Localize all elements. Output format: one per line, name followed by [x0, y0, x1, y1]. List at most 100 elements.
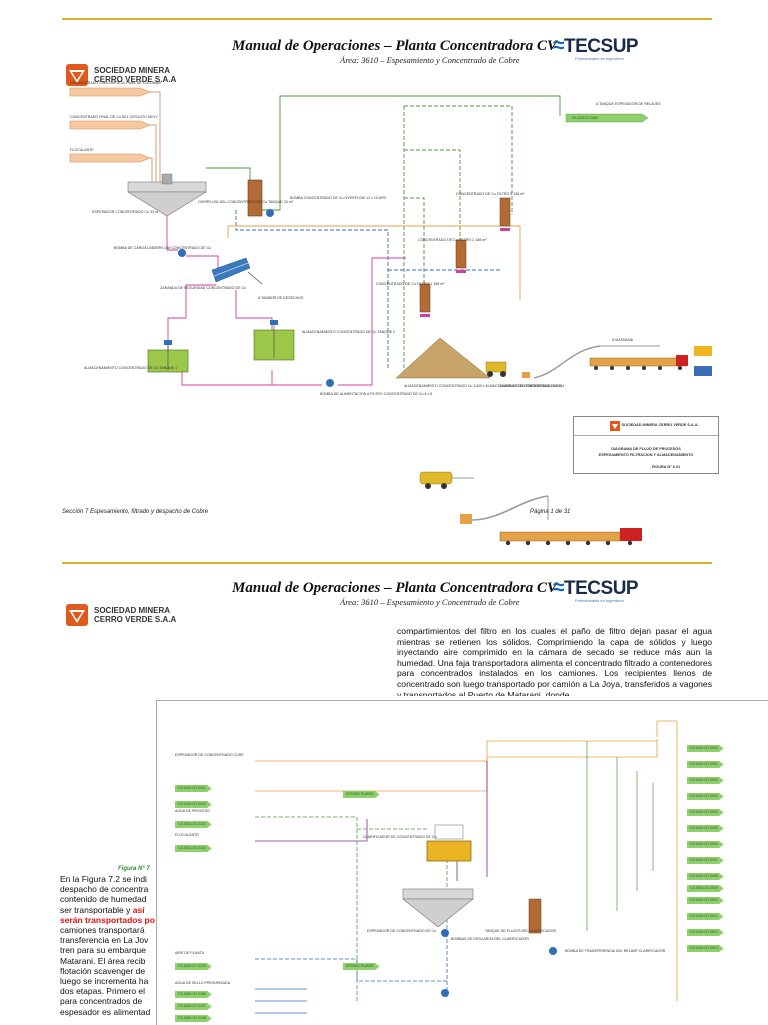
label-filtro-3: CONCENTRADO DE Cu FILTRO 3 158 m² — [456, 192, 525, 196]
tecsup-tagline-2: Profesionales en Ingeniería — [575, 598, 624, 603]
label-floculante-2: FLOCULANTE — [175, 833, 199, 837]
label-filtro-2: CONCENTRADO DE Cu FILTRO 2 158 m² — [418, 238, 487, 242]
left-tag: CS-0000-OT-0107 — [175, 1003, 212, 1010]
right-tag: CS-0000-OT-0011 — [687, 913, 724, 920]
left-tag: CS-0000-OT-0106 — [175, 991, 212, 998]
pump-icons-2 — [441, 929, 557, 997]
company-name-line1: SOCIEDAD MINERA — [94, 66, 171, 75]
label-overflow-tank: OVERFLOW DEL CONCENTRADO DE Cu TANQUE 33… — [198, 200, 293, 204]
right-tag: CS-0000-OT-0010 — [687, 897, 724, 904]
label-agua-sello: AGUA DE SELLO PRESURIZADA — [175, 981, 231, 985]
label-almacenamiento: ALMACENAMIENTO CONCENTRADO Cu 3,600 t AL… — [404, 384, 564, 388]
reject-arrow — [247, 271, 263, 285]
title-block-logo-icon — [610, 421, 620, 431]
right-tag: CS-0000-OT-0012 — [687, 929, 724, 936]
label-agua-proceso: AGUA DE PROCESO — [175, 809, 210, 813]
label-bomba-alimentacion: BOMBA DE ALIMENTACION A FILTRO CONCENTRA… — [320, 392, 433, 396]
body-paragraph: compartimientos del filtro en los cuales… — [397, 626, 712, 696]
left-line: En la Figura 7.2 se indi — [60, 874, 147, 884]
blue-solid-lines — [255, 988, 307, 1014]
relaves-tag-label: CS-0000-OT-0000 — [572, 116, 599, 120]
label-matarani: A MATARANI — [612, 338, 634, 342]
thickener-icon-2 — [402, 888, 474, 928]
left-line: contenido de humedad — [60, 894, 147, 905]
feed-lines — [150, 91, 161, 182]
left-line: luego se incrementa ha — [60, 976, 149, 987]
filter-units-icon — [419, 197, 511, 313]
drawing-title-block: SOCIEDAD MINERA CERRO VERDE S.A.A. DIAGR… — [573, 416, 719, 474]
left-tag: CS-0000-OT-0105 — [175, 963, 212, 970]
label-clarificador: CLARIFICADOR DE CONCENTRADO DE Cu — [363, 835, 437, 839]
left-tag: CS-0000-OT-0101 — [175, 785, 212, 792]
tecsup-logo: ≈TECSUP — [553, 34, 639, 57]
label-bomba-carga: BOMBA DE CARGA UNDERFLOW CONCENTRADO DE … — [114, 246, 212, 250]
dashed-water-lines — [403, 105, 513, 378]
loading-hopper-icon — [522, 372, 530, 378]
mini-status-tag: ESTADO PLANTA — [343, 791, 380, 798]
right-tag: CS-0000-OT-0005 — [687, 825, 724, 832]
figure-caption: Figura N° 7 — [118, 866, 150, 872]
left-tag: CS-0000-OT-0102 — [175, 801, 212, 808]
right-tag: CS-0000-OT-0004 — [687, 809, 724, 816]
label-relave-espesador: ESPESADOR DE CONCENTRADO CUSE — [175, 753, 244, 757]
left-tag: CS-0000-OT-0103 — [175, 821, 212, 828]
label-tanque-relaves: A TANQUE ESPESADOR DE RELAVES — [596, 102, 661, 106]
blue-dashed-lines — [255, 933, 448, 997]
loader-truck-icon — [485, 361, 507, 377]
company-name-line2-2: CERRO VERDE S.A.A — [94, 615, 177, 624]
left-line: ser transportable y así — [60, 904, 145, 915]
left-line: espesador es alimentad — [60, 1006, 151, 1017]
cerro-verde-logo-icon — [66, 64, 88, 86]
train-icon — [589, 355, 688, 370]
label-espesador-2: ESPESADOR DE CONCENTRADO DE Cu — [367, 929, 437, 933]
underflow-lines — [166, 216, 406, 386]
left-column-text: En la Figura 7.2 se indi despacho de con… — [60, 874, 158, 1024]
overflow-tank-icon — [247, 179, 263, 217]
mini-status-tag: ESTADO PLANTA — [343, 963, 380, 970]
title-block-company: SOCIEDAD MINERA CERRO VERDE S.A.A. — [621, 423, 699, 427]
pump-icons — [178, 209, 334, 387]
header-top-rule — [62, 18, 712, 20]
cerro-verde-logo-icon-2 — [66, 604, 88, 626]
right-tag: CS-0000-OT-0000 — [687, 745, 724, 752]
label-aire-planta: AIRE DE PLANTA — [175, 951, 205, 955]
storage-tank-2-icon — [253, 320, 295, 361]
footer-page-number: Página 1 de 31 — [530, 509, 571, 515]
left-line: serán transportados po — [60, 914, 155, 925]
label-bomba-transf: BOMBA DE TRANSFERENCIA DEL RELAVE CLARIF… — [565, 949, 666, 953]
label-tanque-1: ALMACENAMIENTO CONCENTRADO DE Cu TANQUE … — [84, 366, 178, 370]
relaves-tag-arrow — [565, 113, 649, 123]
right-tag: CS-0000-OT-0013 — [687, 945, 724, 952]
label-tanque-under: TANQUE DE FLUJOS DEL CLARIFICADOR — [485, 929, 557, 933]
right-tag: CS-0000-OT-0007 — [687, 857, 724, 864]
left-line: tren para su embarque — [60, 945, 146, 956]
manual-page-1: Manual de Operaciones – Planta Concentra… — [62, 18, 719, 546]
concentrate-stockpile-icon — [395, 337, 491, 379]
left-line: dos etapas. Primero el — [60, 986, 146, 997]
input-feed-arrows — [69, 87, 151, 163]
right-feed-lines — [586, 741, 654, 931]
title-block-line1: DIAGRAMA DE FLUJO DE PROCESOS — [611, 447, 681, 451]
safety-screen-icon — [211, 257, 251, 283]
company-name-line1-2: SOCIEDAD MINERA — [94, 606, 171, 615]
diagram-2-lines — [255, 720, 678, 1014]
label-carguio: CARGUIO DE CONCENTRADO DE Cu — [500, 384, 564, 388]
label-zaranda: ZARANDA DE SEGURIDAD CONCENTRADO DE Cu — [160, 286, 247, 290]
company-name-line2: CERRO VERDE S.A.A — [94, 75, 177, 84]
right-tag: CS-0000-OT-0008 — [687, 873, 724, 880]
left-line: despacho de concentra — [60, 884, 149, 895]
page-title-2: Manual de Operaciones – Planta Concentra… — [232, 580, 558, 596]
label-tanque-2: ALMACENAMIENTO CONCENTRADO DE Cu TANQUE … — [302, 330, 396, 334]
process-flow-diagram-2: ESPESADOR DE CONCENTRADO CUSE AGUA DE PR… — [156, 700, 768, 1025]
title-block-line2: ESPESAMIENTO FILTRACION Y ALMACENAMIENTO — [598, 453, 694, 457]
left-line: para concentrados de — [60, 996, 143, 1007]
truck-loading-illustration — [419, 471, 642, 546]
purple-process-lines — [255, 761, 488, 881]
label-floculante: FLOCULANTE — [70, 148, 94, 152]
left-tag: CS-0000-OT-0104 — [175, 845, 212, 852]
left-line: Matarani. El área recib — [60, 955, 146, 966]
overflow-tank-icon-2 — [528, 898, 542, 934]
right-tag: CS-0000-OT-0001 — [687, 761, 724, 768]
left-line: flotación scavenger de — [60, 965, 146, 976]
tecsup-tagline: Profesionales en Ingeniería — [575, 56, 624, 61]
